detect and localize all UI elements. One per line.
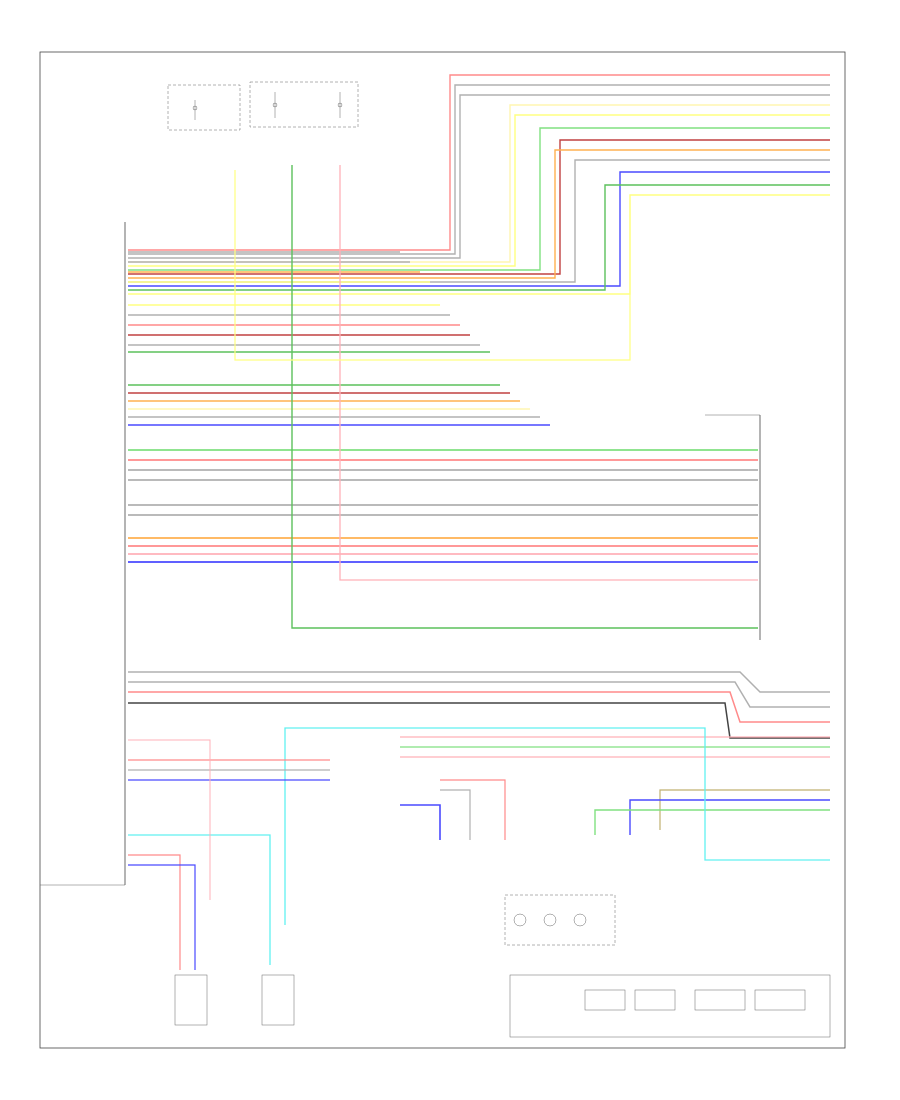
audio-unit bbox=[40, 222, 126, 886]
lower-row-1 bbox=[128, 681, 830, 708]
diagram-border bbox=[39, 51, 846, 1049]
top-wire-8 bbox=[128, 159, 830, 283]
top-wire-2 bbox=[128, 94, 830, 259]
stub-gray bbox=[440, 789, 471, 840]
satellite-radio-tuner bbox=[705, 414, 761, 640]
antenna-blue bbox=[128, 864, 196, 970]
combination-switch bbox=[504, 894, 616, 946]
vertical-red-return bbox=[339, 165, 758, 581]
top-wire-5 bbox=[128, 127, 830, 271]
stub-blue bbox=[400, 804, 441, 840]
lower-row-0 bbox=[128, 671, 830, 693]
antenna-amp bbox=[174, 974, 295, 1026]
top-wire-9 bbox=[128, 171, 830, 287]
top-wire-6 bbox=[128, 139, 830, 275]
top-wire-1 bbox=[128, 84, 830, 255]
top-wire-10 bbox=[128, 184, 830, 291]
bottom-blue bbox=[629, 799, 830, 835]
cyan-branch bbox=[128, 834, 271, 965]
lower-switch-panel bbox=[509, 974, 831, 1038]
stub-red bbox=[440, 779, 506, 840]
vertical-green-return bbox=[291, 165, 758, 629]
top-wire-11 bbox=[128, 194, 830, 295]
fuse-block-center bbox=[249, 81, 359, 128]
steering-pink bbox=[128, 739, 211, 900]
cyan-trunk bbox=[284, 727, 830, 925]
top-wire-4 bbox=[128, 114, 830, 267]
antenna-red bbox=[128, 854, 181, 970]
fuse-block-left bbox=[167, 84, 241, 131]
lower-row-2 bbox=[128, 691, 830, 723]
wire-group bbox=[128, 74, 830, 970]
lower-row-3 bbox=[128, 702, 830, 739]
bottom-green bbox=[594, 809, 830, 835]
vertical-yellow bbox=[234, 170, 631, 361]
top-wire-7 bbox=[128, 149, 830, 279]
top-wire-0 bbox=[128, 74, 830, 251]
